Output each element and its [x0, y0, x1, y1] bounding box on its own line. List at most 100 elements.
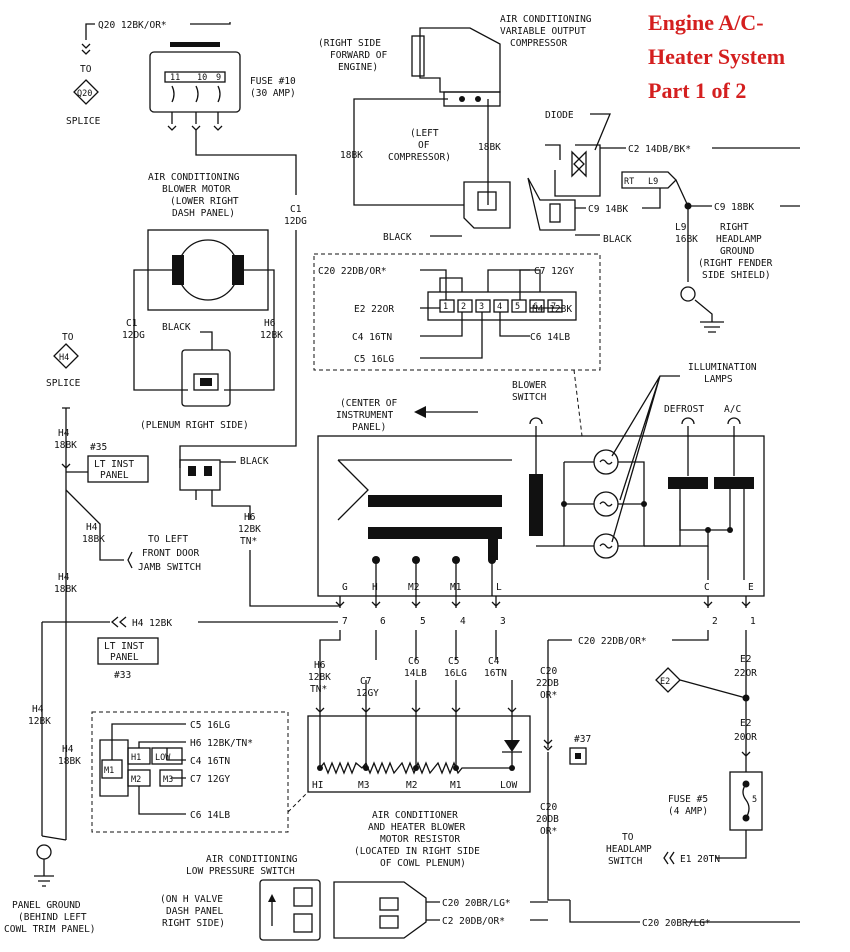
switch-junction	[705, 527, 711, 533]
inset-connector-shell	[99, 739, 129, 797]
resistor-node	[363, 765, 369, 771]
compressor-group: AIR CONDITIONING VARIABLE OUTPUT COMPRES…	[318, 14, 592, 243]
c4-block-label: C4 16TN	[352, 332, 392, 343]
fuse-5-pin: 5	[752, 795, 757, 805]
compressor-title-2: VARIABLE OUTPUT	[500, 26, 586, 37]
compressor-plug-socket	[477, 191, 497, 211]
connector-pin-number: 6	[533, 302, 538, 312]
terminal-l: L	[496, 582, 502, 593]
panel-ground-3: COWL TRIM PANEL)	[4, 924, 96, 935]
compressor-plug-icon	[463, 181, 511, 229]
c4-res-2: 16TN	[484, 668, 507, 679]
e1-connector-icon	[663, 851, 675, 865]
left-side-group: TO H4 SPLICE H4 18BK #35 LT INST PANEL H…	[4, 332, 340, 935]
pin-6: 6	[380, 616, 386, 627]
h4d-label-1: H4	[32, 704, 44, 715]
pressure-switch-plug-icon	[333, 881, 427, 939]
resistor-feed-wires	[375, 630, 497, 660]
diode-label: DIODE	[545, 110, 574, 121]
lt-inst-panel-1-line2: PANEL	[100, 470, 129, 481]
compressor-clutch	[411, 35, 425, 77]
c20b-1: C20	[540, 802, 557, 813]
right-side-group: C20 22DB/OR* C20 22DB OR* #37 C20 20DB O…	[536, 630, 800, 923]
h6-left-label-2: 12BK	[238, 524, 261, 535]
blower-switch-bar-lower	[368, 527, 502, 539]
ground-join	[41, 835, 67, 841]
c5-res-1: C5	[448, 656, 459, 667]
title-line-3: Part 1 of 2	[648, 78, 746, 103]
center-panel-1: (CENTER OF	[340, 398, 397, 409]
panel-ground-2: (BEHIND LEFT	[18, 912, 87, 923]
pin-3: 3	[500, 616, 506, 627]
blower-switch-wiper	[337, 459, 512, 521]
black-connector-pin-1	[188, 466, 196, 476]
defrost-label: DEFROST	[664, 404, 704, 415]
fuse-connector-icons	[167, 125, 223, 131]
inset-wire-c5: C5 16LG	[190, 720, 230, 731]
blower-title-4: DASH PANEL)	[172, 208, 235, 219]
c5-block-label: C5 16LG	[354, 354, 394, 365]
headlamp-switch-1: TO	[622, 832, 634, 843]
blower-title-3: (LOWER RIGHT	[170, 196, 239, 207]
lt-inst-panel-box-2	[97, 637, 159, 665]
fuse-pin-9: 9	[216, 73, 221, 83]
c20b-2: 20DB	[536, 814, 559, 825]
switch-panel-frame	[317, 435, 765, 597]
fuse-10-group: Q20 12BK/OR* TO Q20 SPLICE 11 10 9 FUSE …	[66, 20, 297, 195]
panel-ground-icon	[34, 859, 54, 887]
q20-connector-icon	[81, 43, 91, 55]
inset-pin-m2: M2	[131, 775, 141, 785]
e1-wire	[716, 830, 747, 859]
c20a-1: C20	[540, 666, 557, 677]
l9-label: L9	[648, 177, 658, 187]
q20-splice-icon	[73, 79, 99, 105]
h4-wire-label-1: H4	[58, 428, 70, 439]
resistor-group: H6 12BK TN* C7 12GY C6 14LB C5 16LG C4 1…	[91, 630, 531, 869]
ref-37-connector-icon	[569, 747, 587, 765]
diode-harness	[545, 144, 601, 197]
res-term-m1: M1	[450, 780, 462, 791]
diode-symbol-icon	[571, 150, 587, 178]
terminal-e: E	[748, 582, 754, 593]
c20-right-label: C20 22DB/OR*	[578, 636, 647, 647]
h4-12bk-connector-icon	[110, 616, 127, 628]
resistor-title-2: AND HEATER BLOWER	[368, 822, 466, 833]
c5-res-2: 16LG	[444, 668, 467, 679]
e2b-2: 20OR	[734, 732, 757, 743]
res-term-low: LOW	[500, 780, 517, 791]
fuse-10-label: FUSE #10	[250, 76, 296, 87]
compressor-pin-1	[459, 96, 465, 102]
resistor-inset-leader	[287, 791, 309, 813]
compressor-ground-wire-left	[353, 98, 464, 206]
resistor-title-3: MOTOR RESISTOR	[380, 834, 460, 845]
l9-splice-icon	[621, 171, 677, 189]
defrost-ac-wiring	[644, 489, 745, 580]
compressor-body	[419, 27, 501, 93]
compressor-left-2: OF	[418, 140, 430, 151]
blower-brush-left	[172, 255, 184, 285]
resistor-internal-leads	[319, 716, 513, 768]
h4-to-label: TO	[62, 332, 74, 343]
h6-motor-wire	[224, 269, 275, 391]
connector-pin-box	[439, 299, 455, 313]
headlamp-ground-3: GROUND	[720, 246, 755, 257]
lt-inst-panel-1-line1: LT INST	[94, 459, 134, 470]
lamp-junction	[561, 501, 567, 507]
blower-connector-socket	[193, 373, 219, 391]
resistor-diode-icon	[504, 740, 520, 752]
q20-wire-left	[85, 23, 95, 40]
resistor-title-5: OF COWL PLENUM)	[380, 858, 466, 869]
black-connector-leads	[195, 490, 213, 500]
ref-37: #37	[574, 734, 591, 745]
pin-1: 1	[750, 616, 756, 627]
terminal-c: C	[704, 582, 710, 593]
e2a-1: E2	[740, 654, 751, 665]
fuse-10-pin-row	[164, 71, 226, 83]
fuse-pin-11: 11	[170, 73, 180, 83]
fuse-element-icons	[171, 85, 221, 103]
inset-pin-m3: M3	[163, 775, 173, 785]
e1-wire-label: E1 20TN	[680, 854, 720, 865]
c20-down-wire	[547, 752, 800, 923]
fuse-leads	[171, 112, 219, 124]
switch-junction	[727, 527, 733, 533]
